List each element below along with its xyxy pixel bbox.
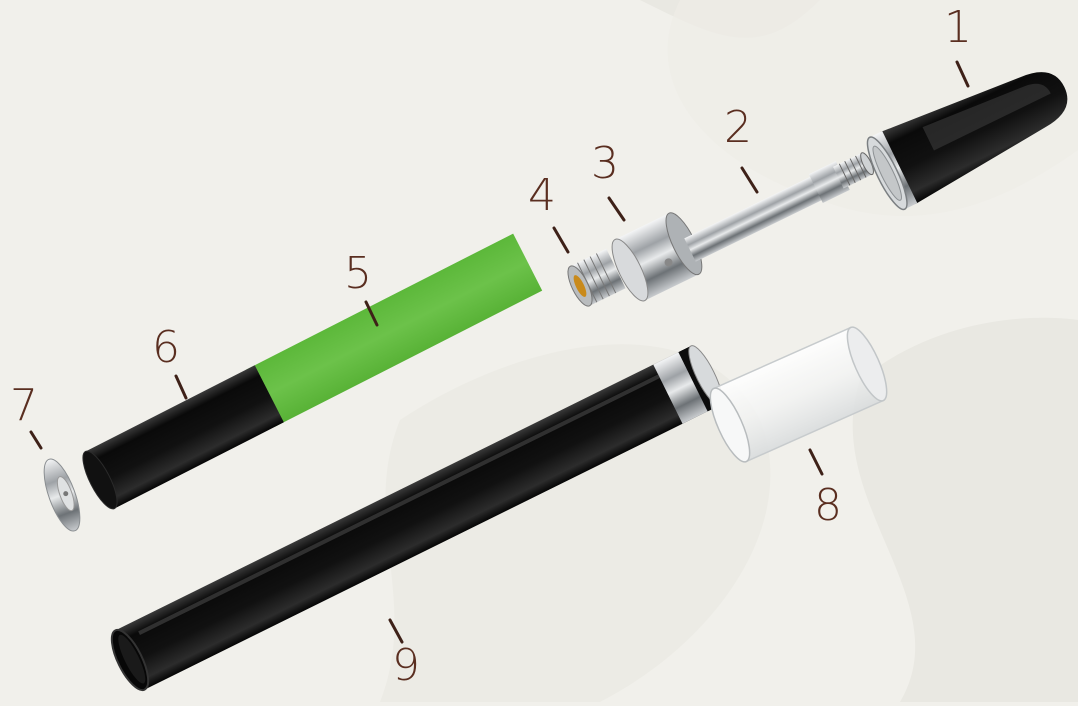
label-6: 6	[152, 322, 180, 373]
black-sleeve	[85, 365, 283, 508]
leader-line-6	[176, 376, 186, 398]
label-5: 5	[344, 248, 372, 299]
label-9: 9	[392, 640, 420, 691]
label-7: 7	[10, 380, 38, 431]
leader-line-7	[31, 432, 41, 448]
label-2: 2	[724, 102, 752, 153]
bottom-disc	[37, 455, 87, 535]
label-4: 4	[528, 170, 556, 221]
leader-line-2	[742, 168, 757, 192]
leader-line-8	[810, 450, 822, 474]
leader-line-3	[609, 198, 624, 220]
label-8: 8	[814, 480, 842, 531]
label-1: 1	[944, 2, 972, 53]
label-3: 3	[591, 138, 619, 189]
top-cap-ring	[605, 208, 709, 305]
leader-line-4	[554, 228, 568, 252]
